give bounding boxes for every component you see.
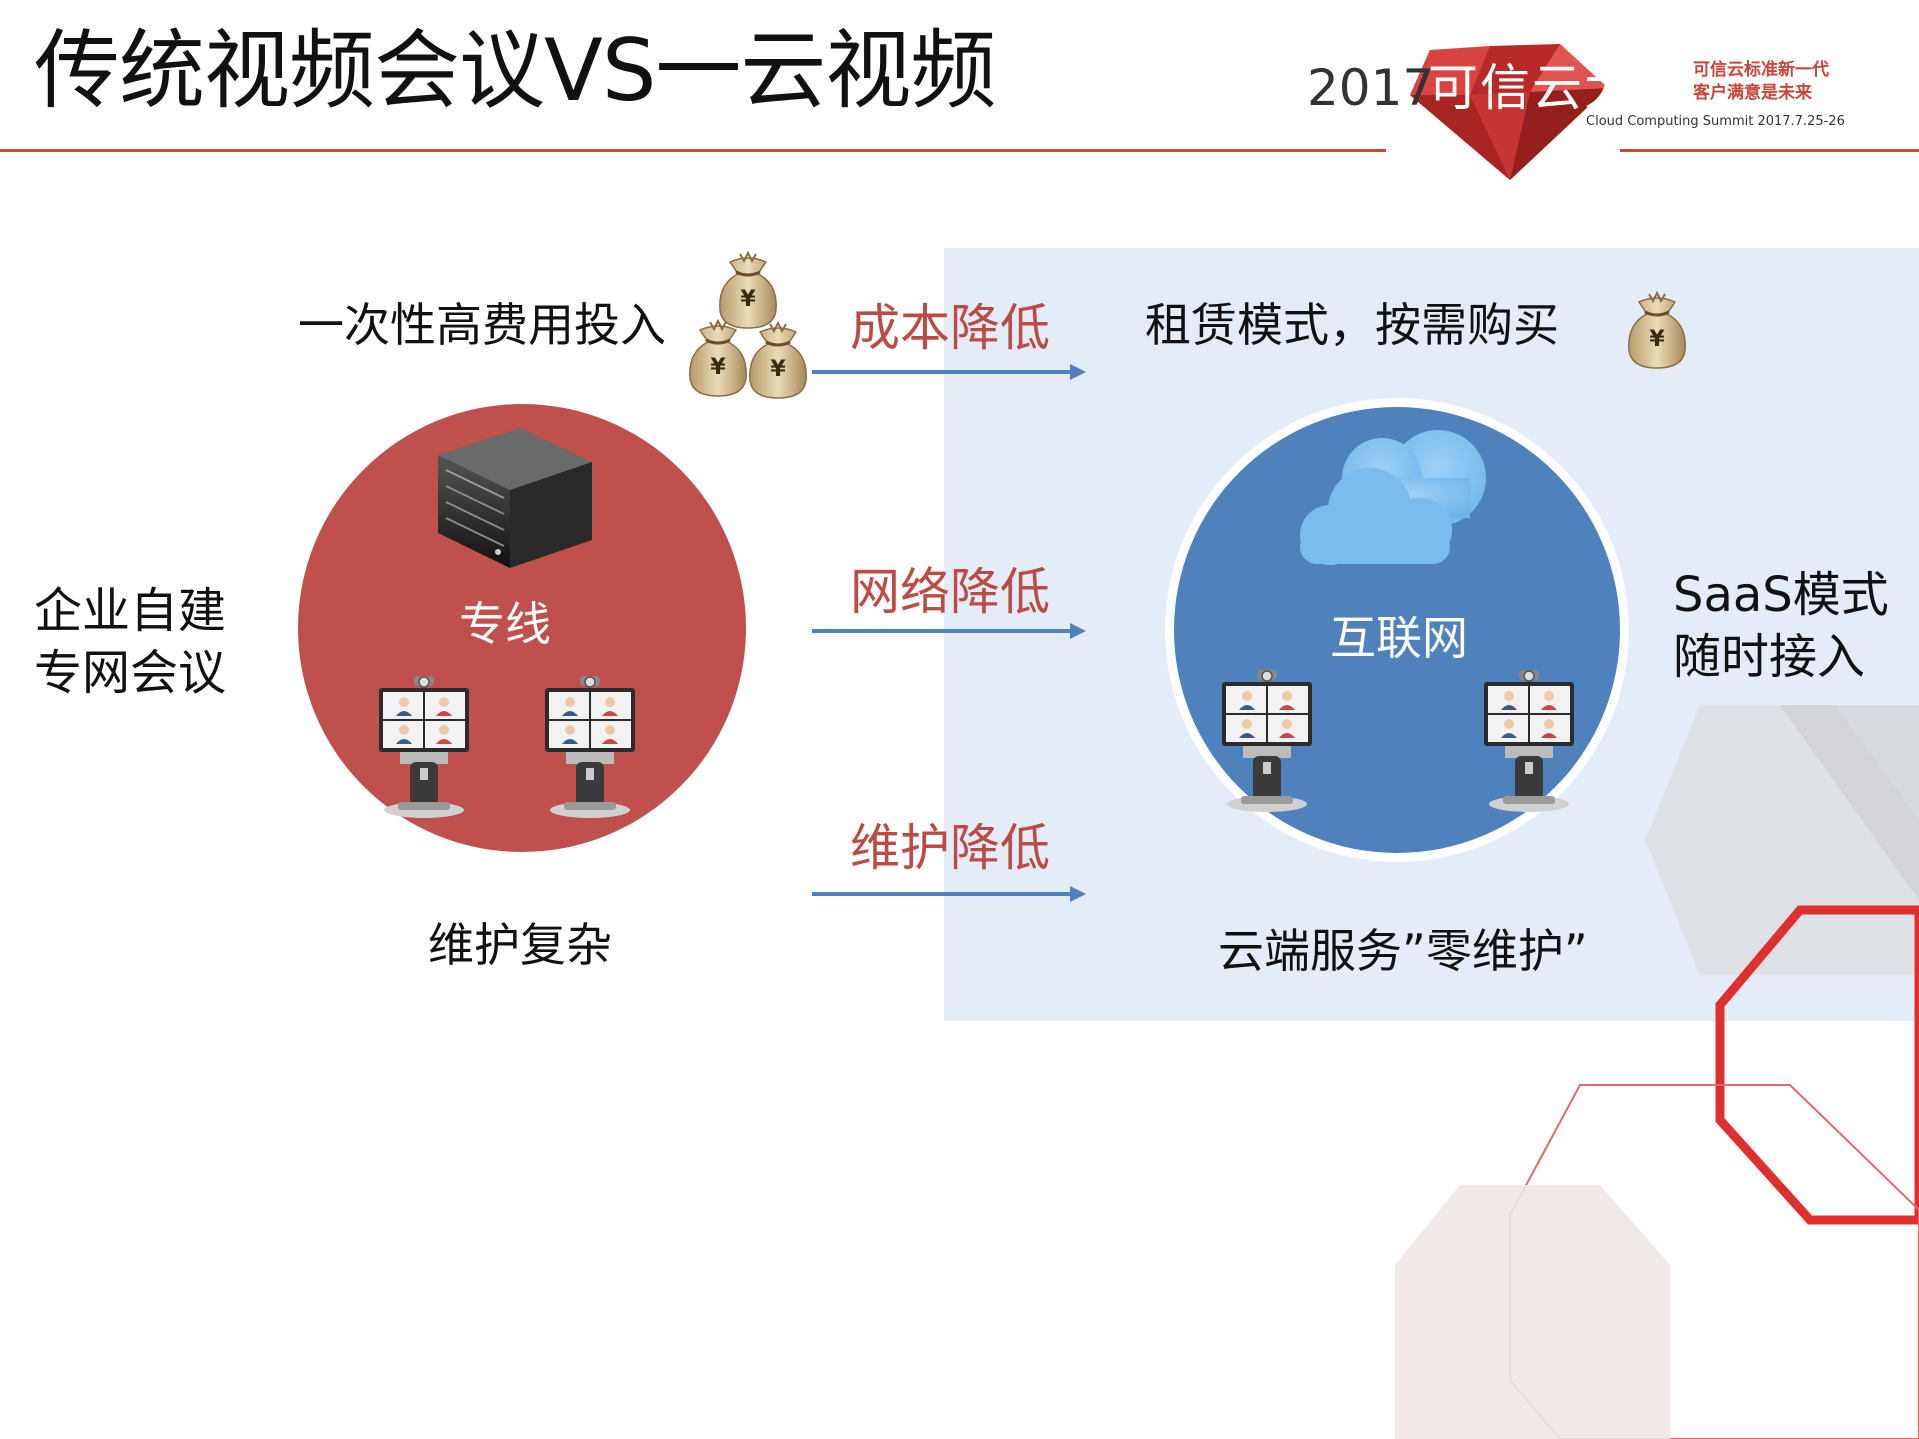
arrow-cost: [812, 364, 1086, 380]
money-bag-icon: [1627, 291, 1687, 370]
right-bottom-text: 云端服务”零维护”: [1218, 924, 1588, 978]
page-title: 传统视频会议VS一云视频: [34, 21, 996, 121]
right-cost-text: 租赁模式，按需购买: [1145, 298, 1559, 352]
red-hexagon-outline: [1715, 905, 1919, 1225]
grey-hexagon-facet: [1780, 705, 1919, 900]
logo-slogan-line1: 可信云标准新一代: [1693, 60, 1829, 80]
left-side-text: 企业自建 专网会议: [34, 580, 226, 704]
arrow-label-network: 网络降低: [850, 563, 1050, 621]
arrow-maintenance: [812, 886, 1086, 902]
left-bottom-text: 维护复杂: [428, 918, 612, 972]
money-bag-icon: [748, 321, 808, 400]
logo-subtitle: Cloud Computing Summit 2017.7.25-26: [1586, 114, 1845, 129]
money-bag-icon: [718, 251, 778, 330]
title-rule-right: [1620, 149, 1919, 152]
pale-hexagon-shape: [1395, 1185, 1670, 1439]
server-icon: [438, 428, 592, 568]
left-cost-text: 一次性高费用投入: [298, 298, 666, 352]
left-side-line1: 企业自建: [34, 583, 227, 639]
arrow-label-maintenance: 维护降低: [850, 819, 1050, 877]
logo-slogan-line2: 客户满意是未来: [1693, 83, 1812, 103]
title-rule-left: [0, 149, 1386, 152]
right-side-text: SaaS模式 随时接入: [1673, 564, 1889, 688]
arrow-network: [812, 623, 1086, 639]
cloud-icon: [1300, 430, 1486, 565]
logo-year: 2017: [1307, 59, 1435, 117]
dedicated-line-label: 专线: [459, 597, 551, 651]
left-side-line2: 专网会议: [34, 645, 227, 701]
right-side-line1: SaaS模式: [1673, 567, 1889, 623]
right-side-line2: 随时接入: [1673, 629, 1866, 685]
logo-name: 可信云大会: [1428, 59, 1688, 117]
money-bag-icon: [688, 319, 748, 398]
internet-label: 互联网: [1330, 611, 1468, 665]
arrow-label-cost: 成本降低: [850, 299, 1050, 357]
logo-gem-icon: [1410, 44, 1608, 180]
